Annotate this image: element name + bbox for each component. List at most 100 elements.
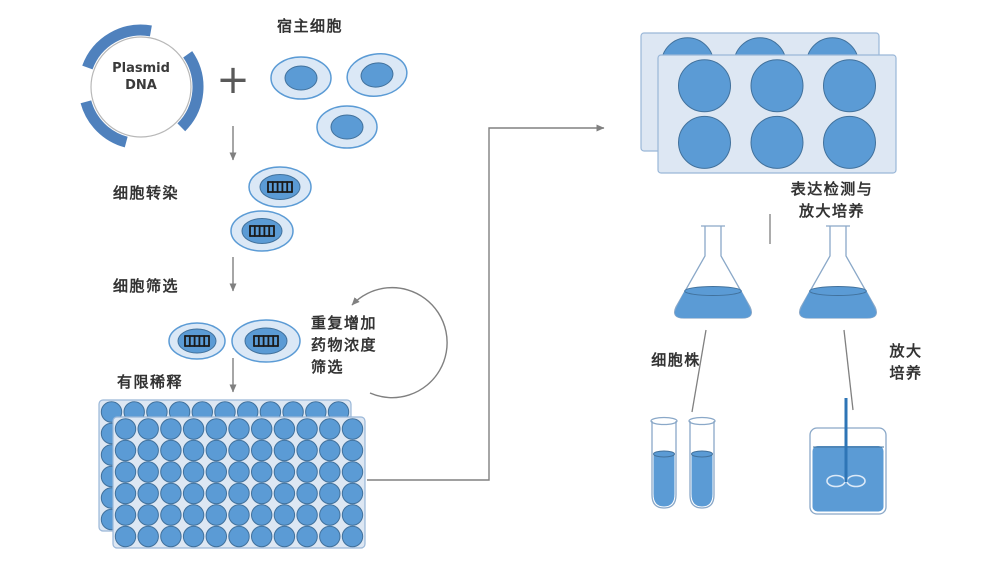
well <box>296 482 318 505</box>
well <box>273 525 296 548</box>
elbow-arrow <box>367 124 605 481</box>
well <box>228 482 250 505</box>
well <box>678 115 731 169</box>
expression-label-line1: 表达检测与 <box>790 180 874 198</box>
well <box>205 418 228 440</box>
well <box>273 418 296 440</box>
repeat-selection-line1: 重复增加 <box>311 314 378 332</box>
shake-flask-left <box>673 225 753 319</box>
well <box>182 418 205 440</box>
well <box>251 482 273 505</box>
well <box>160 461 182 483</box>
transfected-cell <box>248 166 312 208</box>
cell-line-label: 细胞株 <box>651 351 701 369</box>
well <box>296 418 318 440</box>
well <box>114 525 137 548</box>
well <box>296 525 318 548</box>
well <box>137 482 159 505</box>
well <box>137 504 159 526</box>
well <box>205 482 228 505</box>
well <box>341 504 364 526</box>
well <box>228 439 250 462</box>
expression-label-line2: 放大培养 <box>798 202 865 220</box>
limiting-dilution-label: 有限稀释 <box>116 373 183 391</box>
well <box>114 439 137 462</box>
scale-up-label-line1: 放大 <box>889 342 923 360</box>
well <box>341 525 364 548</box>
well <box>296 439 318 462</box>
well <box>319 482 341 505</box>
well <box>137 461 159 483</box>
well-plate-96-front <box>112 416 366 549</box>
test-tube <box>650 416 678 509</box>
well-grid <box>114 418 364 548</box>
screening-label: 细胞筛选 <box>112 277 179 295</box>
well <box>205 525 228 548</box>
well <box>319 504 341 526</box>
loop-arrow <box>351 286 448 399</box>
well <box>205 461 228 483</box>
plasmid-icon <box>80 24 204 148</box>
well <box>228 525 250 548</box>
well <box>228 461 250 483</box>
repeat-selection-line2: 药物浓度 <box>311 336 378 354</box>
host-cell <box>346 53 408 97</box>
well <box>137 418 159 440</box>
well <box>182 525 205 548</box>
transfection-label: 细胞转染 <box>112 184 179 202</box>
well <box>228 504 250 526</box>
repeat-selection-label: 重复增加 药物浓度 筛选 <box>311 312 401 378</box>
screened-cell <box>168 322 226 360</box>
host-cell <box>316 105 378 149</box>
well <box>341 439 364 462</box>
line-to-cell-bank <box>691 329 707 413</box>
well <box>319 418 341 440</box>
plasmid-arc-bottom <box>80 100 128 148</box>
bioreactor <box>809 398 887 515</box>
well <box>273 482 296 505</box>
test-tube <box>688 416 716 509</box>
well <box>160 418 182 440</box>
plasmid-arc-top <box>82 24 152 70</box>
well <box>251 418 273 440</box>
well-grid <box>678 59 876 169</box>
well-plate-6-front <box>657 54 897 174</box>
well <box>114 418 137 440</box>
well <box>823 115 876 169</box>
well <box>114 461 137 483</box>
well <box>182 461 205 483</box>
plasmid-label: Plasmid DNA <box>91 60 191 94</box>
well <box>160 504 182 526</box>
expression-label: 表达检测与 放大培养 <box>767 178 897 222</box>
plasmid-label-line1: Plasmid <box>112 61 170 76</box>
well <box>341 482 364 505</box>
scale-up-label-line2: 培养 <box>889 364 923 382</box>
well <box>823 59 876 113</box>
host-cells-label: 宿主细胞 <box>276 17 343 35</box>
well <box>205 504 228 526</box>
well <box>341 461 364 483</box>
well <box>160 482 182 505</box>
well <box>160 525 182 548</box>
well <box>114 482 137 505</box>
well <box>160 439 182 462</box>
well <box>273 504 296 526</box>
well <box>228 418 250 440</box>
shake-flask-right <box>798 225 878 319</box>
plus-sign: + <box>216 57 250 103</box>
well <box>205 439 228 462</box>
well <box>182 439 205 462</box>
well <box>319 525 341 548</box>
scale-up-label: 放大 培养 <box>868 340 944 384</box>
well <box>182 504 205 526</box>
transfected-cell <box>230 210 294 252</box>
well <box>114 504 137 526</box>
well <box>273 439 296 462</box>
well <box>251 525 273 548</box>
well <box>137 525 159 548</box>
line-to-bioreactor <box>843 329 854 411</box>
well <box>678 59 731 113</box>
repeat-selection-line3: 筛选 <box>311 358 345 376</box>
